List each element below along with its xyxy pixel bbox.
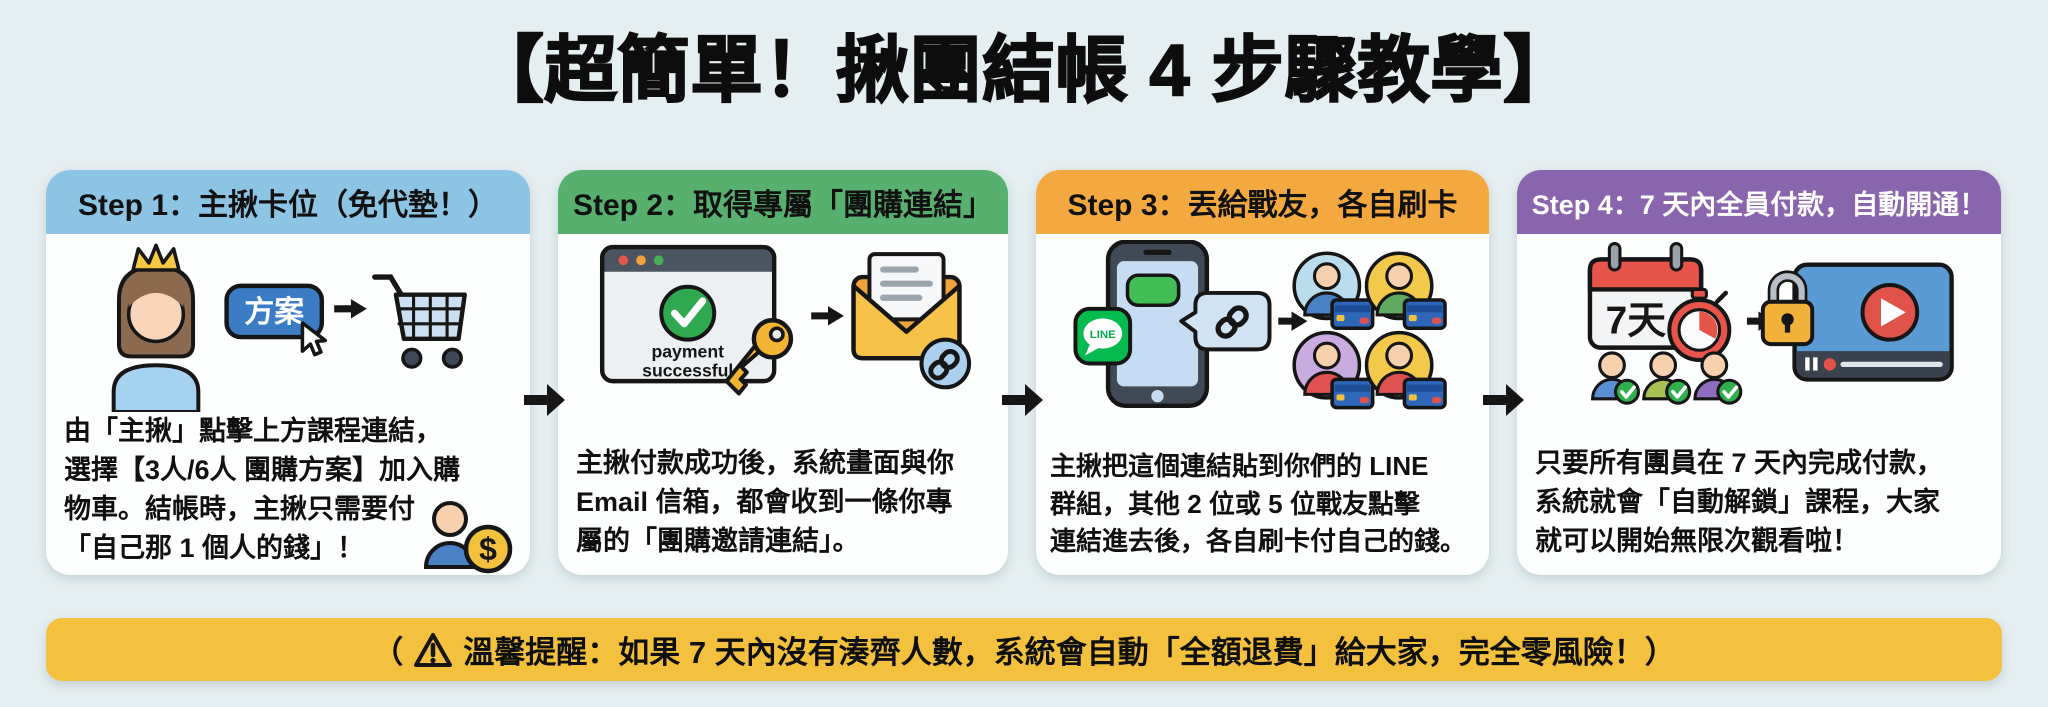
text-line: 群組，其他 2 位或 5 位戰友點擊 <box>1050 488 1420 519</box>
member-avatar-icon <box>1364 330 1447 410</box>
play-button-icon <box>1860 283 1919 342</box>
check-circle-icon <box>1613 378 1640 405</box>
step-2-card: Step 2：取得專屬「團購連結」 payment <box>558 170 1008 575</box>
step-4-illustration: 7天 <box>1517 240 2001 412</box>
text-line: 「自己那 1 個人的錢」！ <box>64 533 365 564</box>
crown-icon <box>130 243 181 272</box>
step-4-header: Step 4：7 天內全員付款，自動開通！ <box>1517 170 2001 234</box>
letter-icon <box>867 252 946 322</box>
text-line: 屬的「團購邀請連結」。 <box>576 525 860 556</box>
payer-with-coin-icon: $ <box>423 500 513 573</box>
step-3-illustration: LINE <box>1036 240 1489 412</box>
step-1-header: Step 1：主揪卡位（免代墊！） <box>46 170 530 234</box>
link-icon <box>919 337 972 390</box>
arrow-right-icon <box>524 170 565 575</box>
steps-row: Step 1：主揪卡位（免代墊！） 方案 <box>46 170 2002 575</box>
step-3-header: Step 3：丟給戰友，各自刷卡 <box>1036 170 1489 234</box>
video-player-icon <box>1760 262 1954 382</box>
svg-text:7天: 7天 <box>1605 299 1666 342</box>
step-3-description: 主揪把這個連結貼到你們的 LINE 群組，其他 2 位或 5 位戰友點擊 連結進… <box>1036 412 1489 575</box>
reminder-bar: （ 溫馨提醒：如果 7 天內沒有湊齊人數，系統會自動「全額退費」給大家，完全零風… <box>46 618 2002 681</box>
check-circle-icon <box>1664 378 1691 405</box>
shopping-cart-icon <box>371 274 467 369</box>
plan-button: 方案 <box>224 283 327 357</box>
credit-card-icon <box>1402 377 1447 410</box>
step-1-illustration: 方案 <box>46 240 530 412</box>
member-avatar-icon <box>1292 330 1375 410</box>
lock-icon <box>1760 270 1814 347</box>
text-line: 物車。結帳時，主揪只需要付 <box>64 494 415 525</box>
leader-avatar-icon <box>111 243 201 412</box>
key-icon <box>724 318 794 396</box>
reminder-text: 溫馨提醒：如果 7 天內沒有湊齊人數，系統會自動「全額退費」給大家，完全零風險！… <box>463 635 1676 670</box>
member-avatar-icon <box>1292 251 1375 330</box>
step-1-card: Step 1：主揪卡位（免代墊！） 方案 <box>46 170 530 575</box>
step-2-description: 主揪付款成功後，系統畫面與你 Email 信箱，都會收到一條你專 屬的「團購邀請… <box>558 412 1008 575</box>
svg-text:$: $ <box>479 531 497 567</box>
svg-text:方案: 方案 <box>244 295 305 329</box>
stopwatch-icon <box>1667 287 1731 362</box>
smartphone-icon <box>1105 240 1210 409</box>
step-2-header: Step 2：取得專屬「團購連結」 <box>558 170 1008 234</box>
link-icon <box>1215 305 1249 339</box>
payment-success-text: payment <box>651 341 724 361</box>
cursor-icon <box>300 321 327 357</box>
paid-member-icon <box>1693 351 1743 405</box>
text-line: 就可以開始無限次觀看啦！ <box>1535 525 1859 556</box>
envelope-icon <box>851 252 972 390</box>
arrow-right-icon <box>333 299 367 319</box>
credit-card-icon <box>1330 298 1375 330</box>
chat-bubble-icon <box>1179 290 1272 352</box>
text-line: 連結進去後，各自刷卡付自己的錢。 <box>1050 526 1467 557</box>
text-line: 選擇【3人/6人 團購方案】加入購 <box>64 455 461 486</box>
page-title: 【超簡單！揪團結帳 4 步驟教學】 <box>470 30 1577 112</box>
member-avatar-icon <box>1364 251 1447 330</box>
text-line: 由「主揪」點擊上方課程連結， <box>64 416 442 446</box>
arrow-right-icon <box>1002 170 1043 575</box>
credit-card-icon <box>1330 377 1375 410</box>
text-line: 系統就會「自動解鎖」課程，大家 <box>1535 486 1940 517</box>
arrow-right-icon <box>1278 311 1308 331</box>
line-app-icon: LINE <box>1073 306 1133 366</box>
text-line: Email 信箱，都會收到一條你專 <box>576 486 953 517</box>
paid-member-icon <box>1590 351 1640 405</box>
paid-member-icon <box>1641 351 1691 405</box>
step-3-card: Step 3：丟給戰友，各自刷卡 LINE <box>1036 170 1489 575</box>
arrow-right-icon <box>1483 170 1524 575</box>
step-4-card: Step 4：7 天內全員付款，自動開通！ 7天 <box>1517 170 2001 575</box>
text-line: 主揪把這個連結貼到你們的 LINE <box>1050 450 1429 481</box>
browser-window-icon: payment successful <box>599 244 777 384</box>
step-1-description: 由「主揪」點擊上方課程連結， 選擇【3人/6人 團購方案】加入購 物車。結帳時，… <box>46 412 530 575</box>
payment-success-text: successful <box>642 361 733 381</box>
step-2-illustration: payment successful <box>558 240 1008 412</box>
svg-text:LINE: LINE <box>1090 329 1116 341</box>
warning-icon <box>414 632 453 667</box>
check-circle-icon <box>659 284 717 342</box>
arrow-right-icon <box>811 306 844 326</box>
credit-card-icon <box>1402 298 1447 330</box>
step-4-description: 只要所有團員在 7 天內完成付款， 系統就會「自動解鎖」課程，大家 就可以開始無… <box>1517 412 2001 575</box>
text-line: 主揪付款成功後，系統畫面與你 <box>576 447 954 478</box>
check-circle-icon <box>1716 378 1743 405</box>
text-line: 只要所有團員在 7 天內完成付款， <box>1535 447 1944 478</box>
dollar-coin-icon: $ <box>463 524 513 573</box>
reminder-open-paren: （ <box>372 635 404 670</box>
